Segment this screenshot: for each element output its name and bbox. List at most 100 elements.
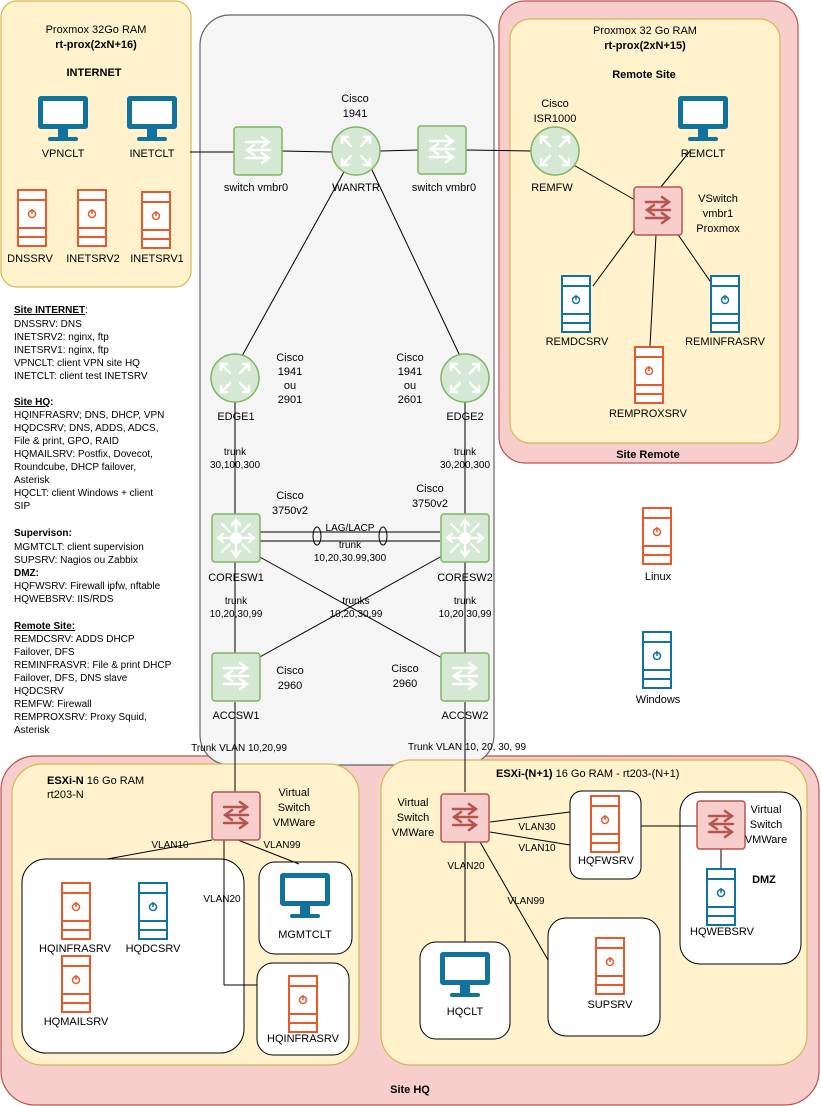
supsrv-label: SUPSRV xyxy=(587,999,633,1011)
dnssrv-linux-server-icon[interactable] xyxy=(17,189,47,247)
notes-remote-title: Remote Site: xyxy=(14,621,75,632)
internet-zone-host: rt-prox(2xN+16) xyxy=(55,39,137,51)
notes-dmz-line: HQFWSRV: Firewall ipfw, nftable xyxy=(14,581,161,592)
hqdcsrv-label: HQDCSRV xyxy=(126,943,181,955)
vswitch-dmz-icon[interactable] xyxy=(695,799,747,851)
vswitch-esxi-n-line2: Switch xyxy=(278,802,310,814)
esxi-n-title-rest: 16 Go RAM xyxy=(84,775,145,787)
trunk-edge1-line2: 30,100,300 xyxy=(210,460,260,471)
notes-sup-title: Supervison: xyxy=(14,528,72,539)
remproxsrv-label: REMPROXSRV xyxy=(609,408,688,420)
hqwebsrv-windows-server-icon[interactable] xyxy=(706,868,736,926)
remdcsrv-windows-server-icon[interactable] xyxy=(561,275,591,333)
accsw2-label: ACCSW2 xyxy=(441,710,488,722)
notes-dmz-title: DMZ: xyxy=(14,568,39,579)
notes-remote-line: REMPROXSRV: Proxy Squid, xyxy=(14,712,147,723)
vlan20-n1-label: VLAN20 xyxy=(447,861,485,872)
switch-vmbr0-left-icon[interactable] xyxy=(232,125,284,177)
esxi-n1-title: ESXi-(N+1) 16 Go RAM - rt203-(N+1) xyxy=(496,768,679,780)
edge2-label: EDGE2 xyxy=(446,411,483,423)
notes-remote-line: Failover, DFS, DNS slave xyxy=(14,673,128,684)
mgmtclt-label: MGMTCLT xyxy=(278,929,332,941)
remote-zone-host: rt-prox(2xN+15) xyxy=(604,40,686,52)
notes-hq-line: Roundcube, DHCP failover, xyxy=(14,462,136,473)
hqfwsrv-label: HQFWSRV xyxy=(578,855,635,867)
edge2-model-line2: 1941 xyxy=(398,366,422,378)
accsw1-label: ACCSW1 xyxy=(212,710,259,722)
notes-internet-title: Site INTERNET: xyxy=(14,305,88,316)
coresw1-core-switch-icon[interactable] xyxy=(210,512,262,564)
esxi-n-subtitle: rt203-N xyxy=(47,789,84,801)
coresw2-model-line1: Cisco xyxy=(416,483,444,495)
remote-zone-title: Remote Site xyxy=(612,69,676,81)
hq-zone-footer: Site HQ xyxy=(390,1084,430,1096)
lag-ring-right xyxy=(378,526,388,546)
notes-internet-line: INETSRV2: nginx, ftp xyxy=(14,332,109,343)
inetsrv2-linux-server-icon[interactable] xyxy=(77,189,107,247)
accsw2-switch-icon[interactable] xyxy=(439,651,491,703)
hqmailsrv-linux-server-icon[interactable] xyxy=(61,955,91,1013)
hqmailsrv-label: HQMAILSRV xyxy=(44,1016,109,1028)
wanrtr-router-icon[interactable] xyxy=(330,125,382,177)
hqdcsrv-windows-server-icon[interactable] xyxy=(138,882,168,940)
remote-zone-footer: Site Remote xyxy=(616,449,680,461)
hqinfrasrv-linux-server-icon[interactable] xyxy=(61,882,91,940)
vswitch-esxi-n-line1: Virtual xyxy=(279,787,310,799)
notes-hq-line: HQMAILSRV: Postfix, Dovecot, xyxy=(14,449,153,460)
vlan99-n-label: VLAN99 xyxy=(263,840,301,851)
vswitch-esxi-n1-line1: Virtual xyxy=(398,797,429,809)
reminfrasrv-windows-server-icon[interactable] xyxy=(710,275,740,333)
notes-internet-title-suffix: : xyxy=(85,305,88,316)
vswitch-esxi-n-icon[interactable] xyxy=(210,790,262,842)
hqinfrasrv-box-linux-server-icon[interactable] xyxy=(288,975,318,1033)
supsrv-linux-server-icon[interactable] xyxy=(595,937,625,995)
edge1-model-line3: ou xyxy=(284,380,296,392)
vswitch-remote-icon[interactable] xyxy=(632,185,684,237)
linux-legend-server-icon xyxy=(642,507,672,565)
notes-hq-line: SIP xyxy=(14,501,30,512)
vswitch-dmz-line3: VMWare xyxy=(745,834,787,846)
coresw1-label: CORESW1 xyxy=(208,572,264,584)
vswitch-esxi-n1-line3: VMWare xyxy=(392,827,434,839)
vswitch-remote-line2: vmbr1 xyxy=(703,208,734,220)
lag-trunk-line2: 10,20,30.99,300 xyxy=(314,553,387,564)
edge2-model-line3: ou xyxy=(404,380,416,392)
notes-remote-line: REMINFRASVR: File & print DHCP xyxy=(14,660,172,671)
notes-dmz-line: HQWEBSRV: IIS/RDS xyxy=(14,594,114,605)
notes-sup-line: MGMTCLT: client supervision xyxy=(14,542,144,553)
inetsrv1-linux-server-icon[interactable] xyxy=(141,191,171,249)
esxi-n-title-bold: ESXi-N xyxy=(47,775,84,787)
windows-legend-label: Windows xyxy=(636,694,681,706)
remfw-model-line1: Cisco xyxy=(541,98,569,110)
edge1-router-icon[interactable] xyxy=(209,352,261,404)
notes-internet-line: INETSRV1: nginx, ftp xyxy=(14,345,109,356)
windows-legend-server-icon xyxy=(642,631,672,689)
trunk-edge1-line1: trunk xyxy=(224,447,247,458)
accsw1-model-line2: 2960 xyxy=(278,680,302,692)
vswitch-remote-line3: Proxmox xyxy=(696,223,740,235)
trunks-cross-line1: trunks xyxy=(342,596,369,607)
notes-hq-title: Site HQ: xyxy=(14,397,53,408)
notes-internet-title-text: Site INTERNET xyxy=(14,305,85,316)
vlan10-n1-label: VLAN10 xyxy=(518,843,556,854)
coresw1-model-line2: 3750v2 xyxy=(272,505,308,517)
accsw1-switch-icon[interactable] xyxy=(210,651,262,703)
notes-internet-line: VPNCLT: client VPN site HQ xyxy=(14,358,140,369)
edge1-model-line2: 1941 xyxy=(278,366,302,378)
coresw2-core-switch-icon[interactable] xyxy=(439,512,491,564)
remfw-router-icon[interactable] xyxy=(529,125,581,177)
remproxsrv-linux-server-icon[interactable] xyxy=(634,346,664,404)
vswitch-dmz-line2: Switch xyxy=(750,819,782,831)
notes-internet-line: DNSSRV: DNS xyxy=(14,319,82,330)
vlan30-n1-label: VLAN30 xyxy=(518,822,556,833)
switch-vmbr0-right-icon[interactable] xyxy=(416,124,468,176)
vswitch-esxi-n-line3: VMWare xyxy=(273,817,315,829)
trunk-vlan-left-label: Trunk VLAN 10,20,99 xyxy=(191,743,287,754)
inetsrv1-label: INETSRV1 xyxy=(130,253,184,265)
inetclt-label: INETCLT xyxy=(129,148,174,160)
hqfwsrv-linux-server-icon[interactable] xyxy=(590,795,620,853)
edge2-router-icon[interactable] xyxy=(439,352,491,404)
notes-hq-line: File & print, GPO, RAID xyxy=(14,436,119,447)
vswitch-esxi-n1-icon[interactable] xyxy=(439,792,491,844)
